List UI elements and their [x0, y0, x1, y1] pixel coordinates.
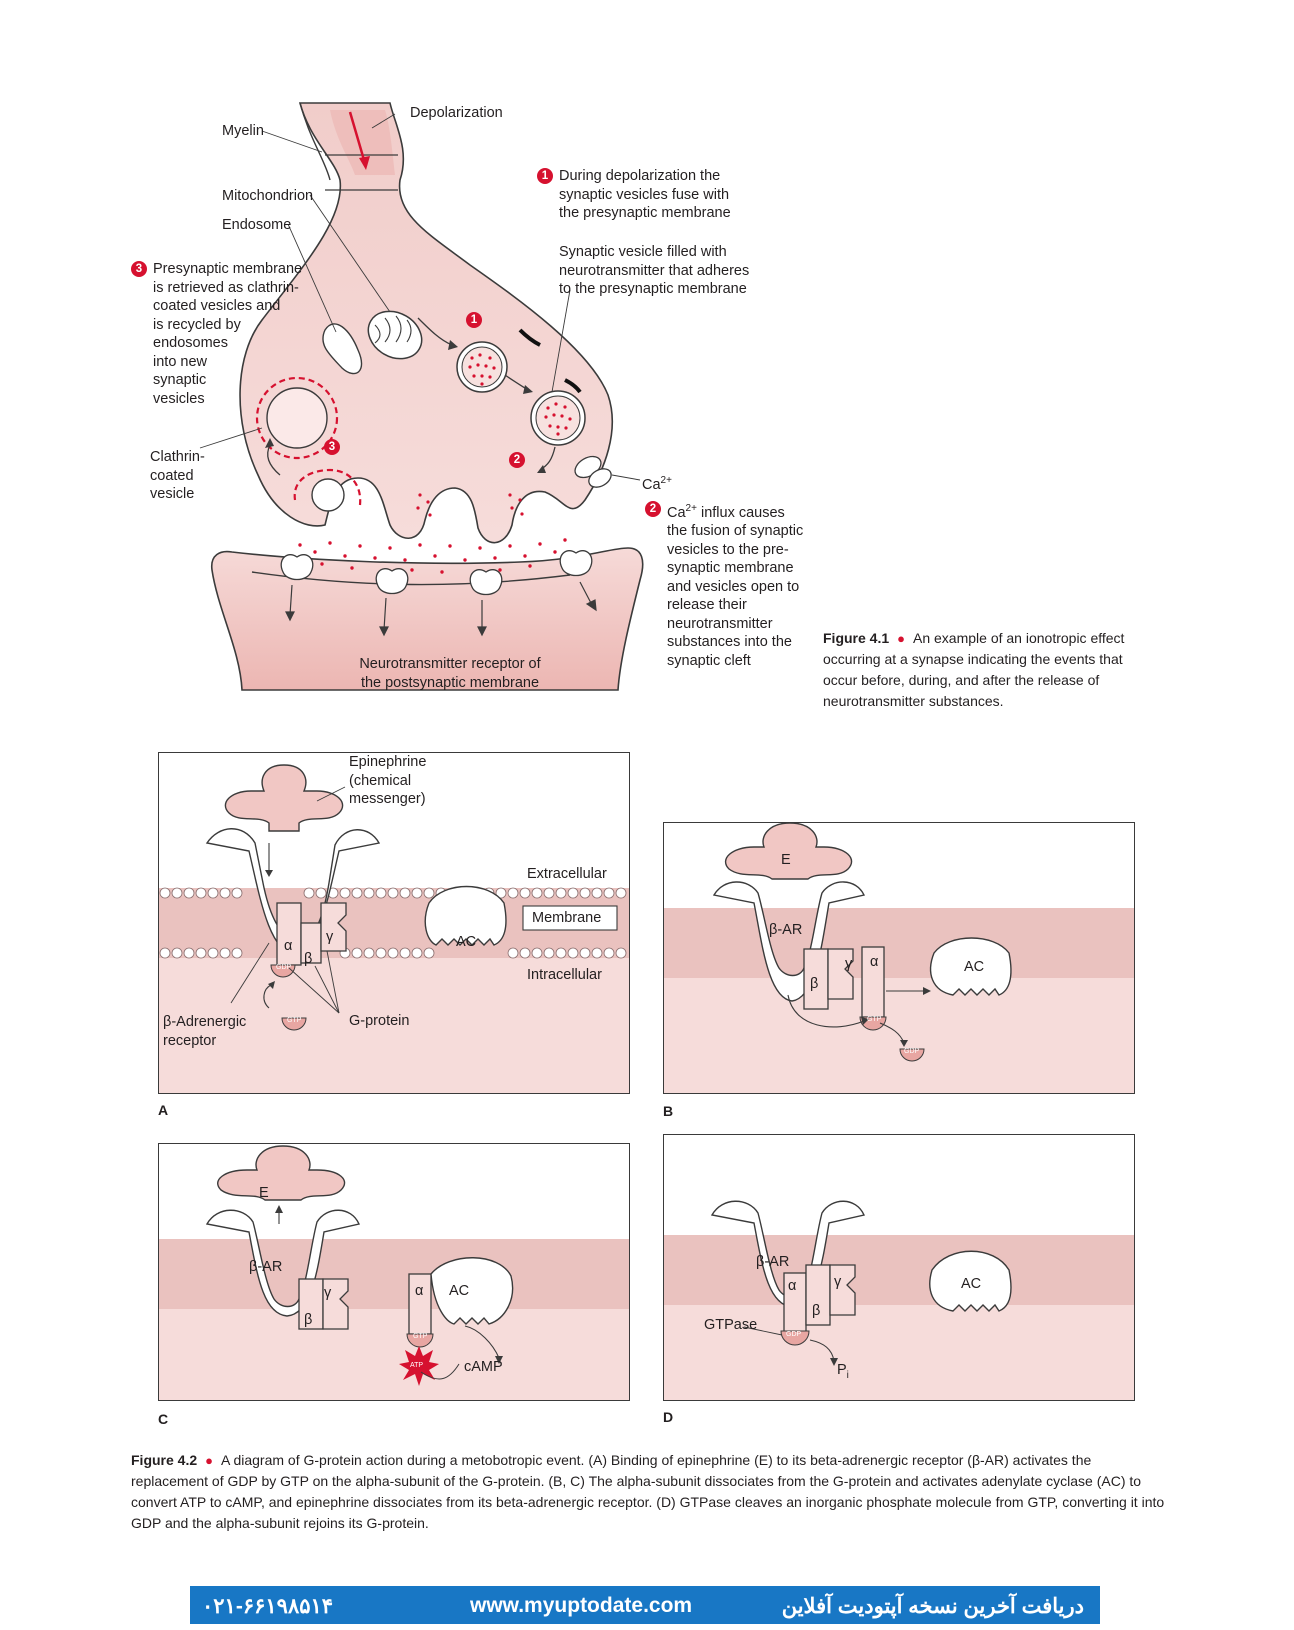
label-beta: β — [810, 976, 819, 992]
panel-b-illustration — [664, 823, 1134, 1093]
synapse-illustration — [199, 102, 644, 691]
label-g-protein: G-protein — [349, 1013, 410, 1029]
footer-phone: ۰۲۱-۶۶۱۹۸۵۱۴ — [202, 1595, 334, 1618]
label-alpha: α — [284, 938, 293, 954]
label-beta: β — [812, 1303, 821, 1319]
label-gamma: γ — [845, 956, 853, 972]
step-3-marker: 3 — [131, 261, 147, 277]
step-3-text: Presynaptic membrane is retrieved as cla… — [153, 261, 303, 407]
step-2-text: Ca2+ influx causes the fusion of synapti… — [667, 500, 827, 670]
step-2-marker: 2 — [645, 501, 661, 517]
step-2-ca-sup: 2+ — [685, 503, 697, 514]
panel-b: E β-AR γ β α AC GTP GDP — [663, 822, 1135, 1094]
label-camp: cAMP — [464, 1359, 503, 1375]
caption-bullet: ● — [897, 631, 905, 646]
label-gdp: GDP — [904, 1048, 920, 1055]
label-beta-adrenergic-receptor: β-Adrenergic receptor — [163, 1014, 247, 1049]
label-gamma: γ — [834, 1274, 842, 1290]
step-1-marker: 1 — [537, 168, 553, 184]
step-2-body: influx causes the fusion of synaptic ves… — [667, 504, 804, 669]
label-e: E — [781, 852, 791, 868]
label-postsynaptic-receptor: Neurotransmitter receptor of the postsyn… — [359, 656, 541, 691]
label-clathrin-vesicle: Clathrin- coated vesicle — [150, 449, 205, 502]
label-beta-ar: β-AR — [756, 1254, 790, 1270]
label-pi-text: P — [837, 1362, 847, 1378]
panel-c: E β-AR γ β α AC GTP ATP cAMP — [158, 1143, 630, 1401]
label-membrane: Membrane — [532, 910, 602, 926]
label-ac: AC — [456, 934, 477, 950]
panel-c-illustration — [159, 1145, 629, 1400]
label-gtpase: GTPase — [704, 1317, 758, 1333]
panel-a: Epinephrine (chemical messenger) Extrace… — [158, 752, 630, 1094]
label-beta: β — [304, 951, 313, 967]
label-extracellular: Extracellular — [527, 866, 607, 882]
label-beta: β — [304, 1312, 313, 1328]
label-calcium-text: Ca — [642, 476, 661, 493]
footer-persian-text: دریافت آخرین نسخه آپتودیت آفلاین — [781, 1595, 1084, 1618]
label-pi: Pi — [837, 1361, 849, 1385]
label-mitochondrion: Mitochondrion — [222, 188, 314, 204]
figure-4-2-caption: Figure 4.2 ●A diagram of G-protein action… — [131, 1450, 1171, 1534]
label-gtp: GTP — [867, 1016, 882, 1023]
panel-d-illustration — [664, 1200, 1134, 1400]
figure-4-2-caption-text: A diagram of G-protein action during a m… — [131, 1452, 1165, 1531]
label-intracellular: Intracellular — [527, 967, 602, 983]
figure-4-1-title: Figure 4.1 — [823, 630, 890, 646]
label-atp: ATP — [410, 1362, 424, 1369]
figure-4-1-caption-text: An example of an ionotropic effect occur… — [823, 630, 1125, 709]
panel-d-label: D — [663, 1409, 674, 1425]
panel-a-label: A — [158, 1102, 169, 1118]
label-ac: AC — [961, 1276, 982, 1292]
figure-4-1-caption: Figure 4.1 ●An example of an ionotropic e… — [823, 628, 1163, 712]
label-alpha: α — [870, 954, 879, 970]
label-alpha: α — [788, 1278, 797, 1294]
label-epinephrine: Epinephrine (chemical messenger) — [349, 754, 427, 807]
panel-c-label: C — [158, 1411, 169, 1427]
label-gdp: GDP — [786, 1331, 802, 1338]
marker-two: 2 — [509, 452, 525, 468]
label-gtp: GTP — [287, 1017, 302, 1024]
label-e: E — [259, 1185, 269, 1201]
label-pi-sub: i — [846, 1369, 849, 1381]
label-synaptic-vesicle: Synaptic vesicle filled with neurotransm… — [559, 244, 750, 297]
footer-site-link[interactable]: www.myuptodate.com — [470, 1594, 693, 1617]
label-calcium-sup: 2+ — [660, 475, 672, 486]
panel-b-label: B — [663, 1103, 674, 1119]
step-2-ca: Ca — [667, 504, 686, 521]
label-beta-ar: β-AR — [249, 1259, 283, 1275]
label-beta-ar: β-AR — [769, 922, 803, 938]
label-gamma: γ — [326, 929, 334, 945]
label-depolarization: Depolarization — [410, 105, 503, 121]
marker-three: 3 — [324, 439, 340, 455]
panel-d: β-AR α β γ AC GTPase GDP Pi — [663, 1134, 1135, 1401]
step-1-text: During depolarization the synaptic vesic… — [559, 168, 731, 221]
label-endosome: Endosome — [222, 217, 292, 233]
label-alpha: α — [415, 1283, 424, 1299]
label-ac: AC — [964, 959, 985, 975]
caption-bullet: ● — [205, 1453, 213, 1468]
label-gdp: GDP — [276, 964, 292, 971]
label-ac: AC — [449, 1283, 470, 1299]
label-calcium: Ca2+ — [642, 472, 672, 494]
label-gtp: GTP — [413, 1333, 428, 1340]
label-myelin: Myelin — [222, 123, 264, 139]
label-gamma: γ — [324, 1285, 332, 1301]
footer-banner[interactable]: ۰۲۱-۶۶۱۹۸۵۱۴ www.myuptodate.com دریافت آ… — [190, 1586, 1100, 1624]
panel-a-illustration — [159, 764, 629, 1093]
marker-one: 1 — [466, 312, 482, 328]
figure-4-2-title: Figure 4.2 — [131, 1452, 198, 1468]
